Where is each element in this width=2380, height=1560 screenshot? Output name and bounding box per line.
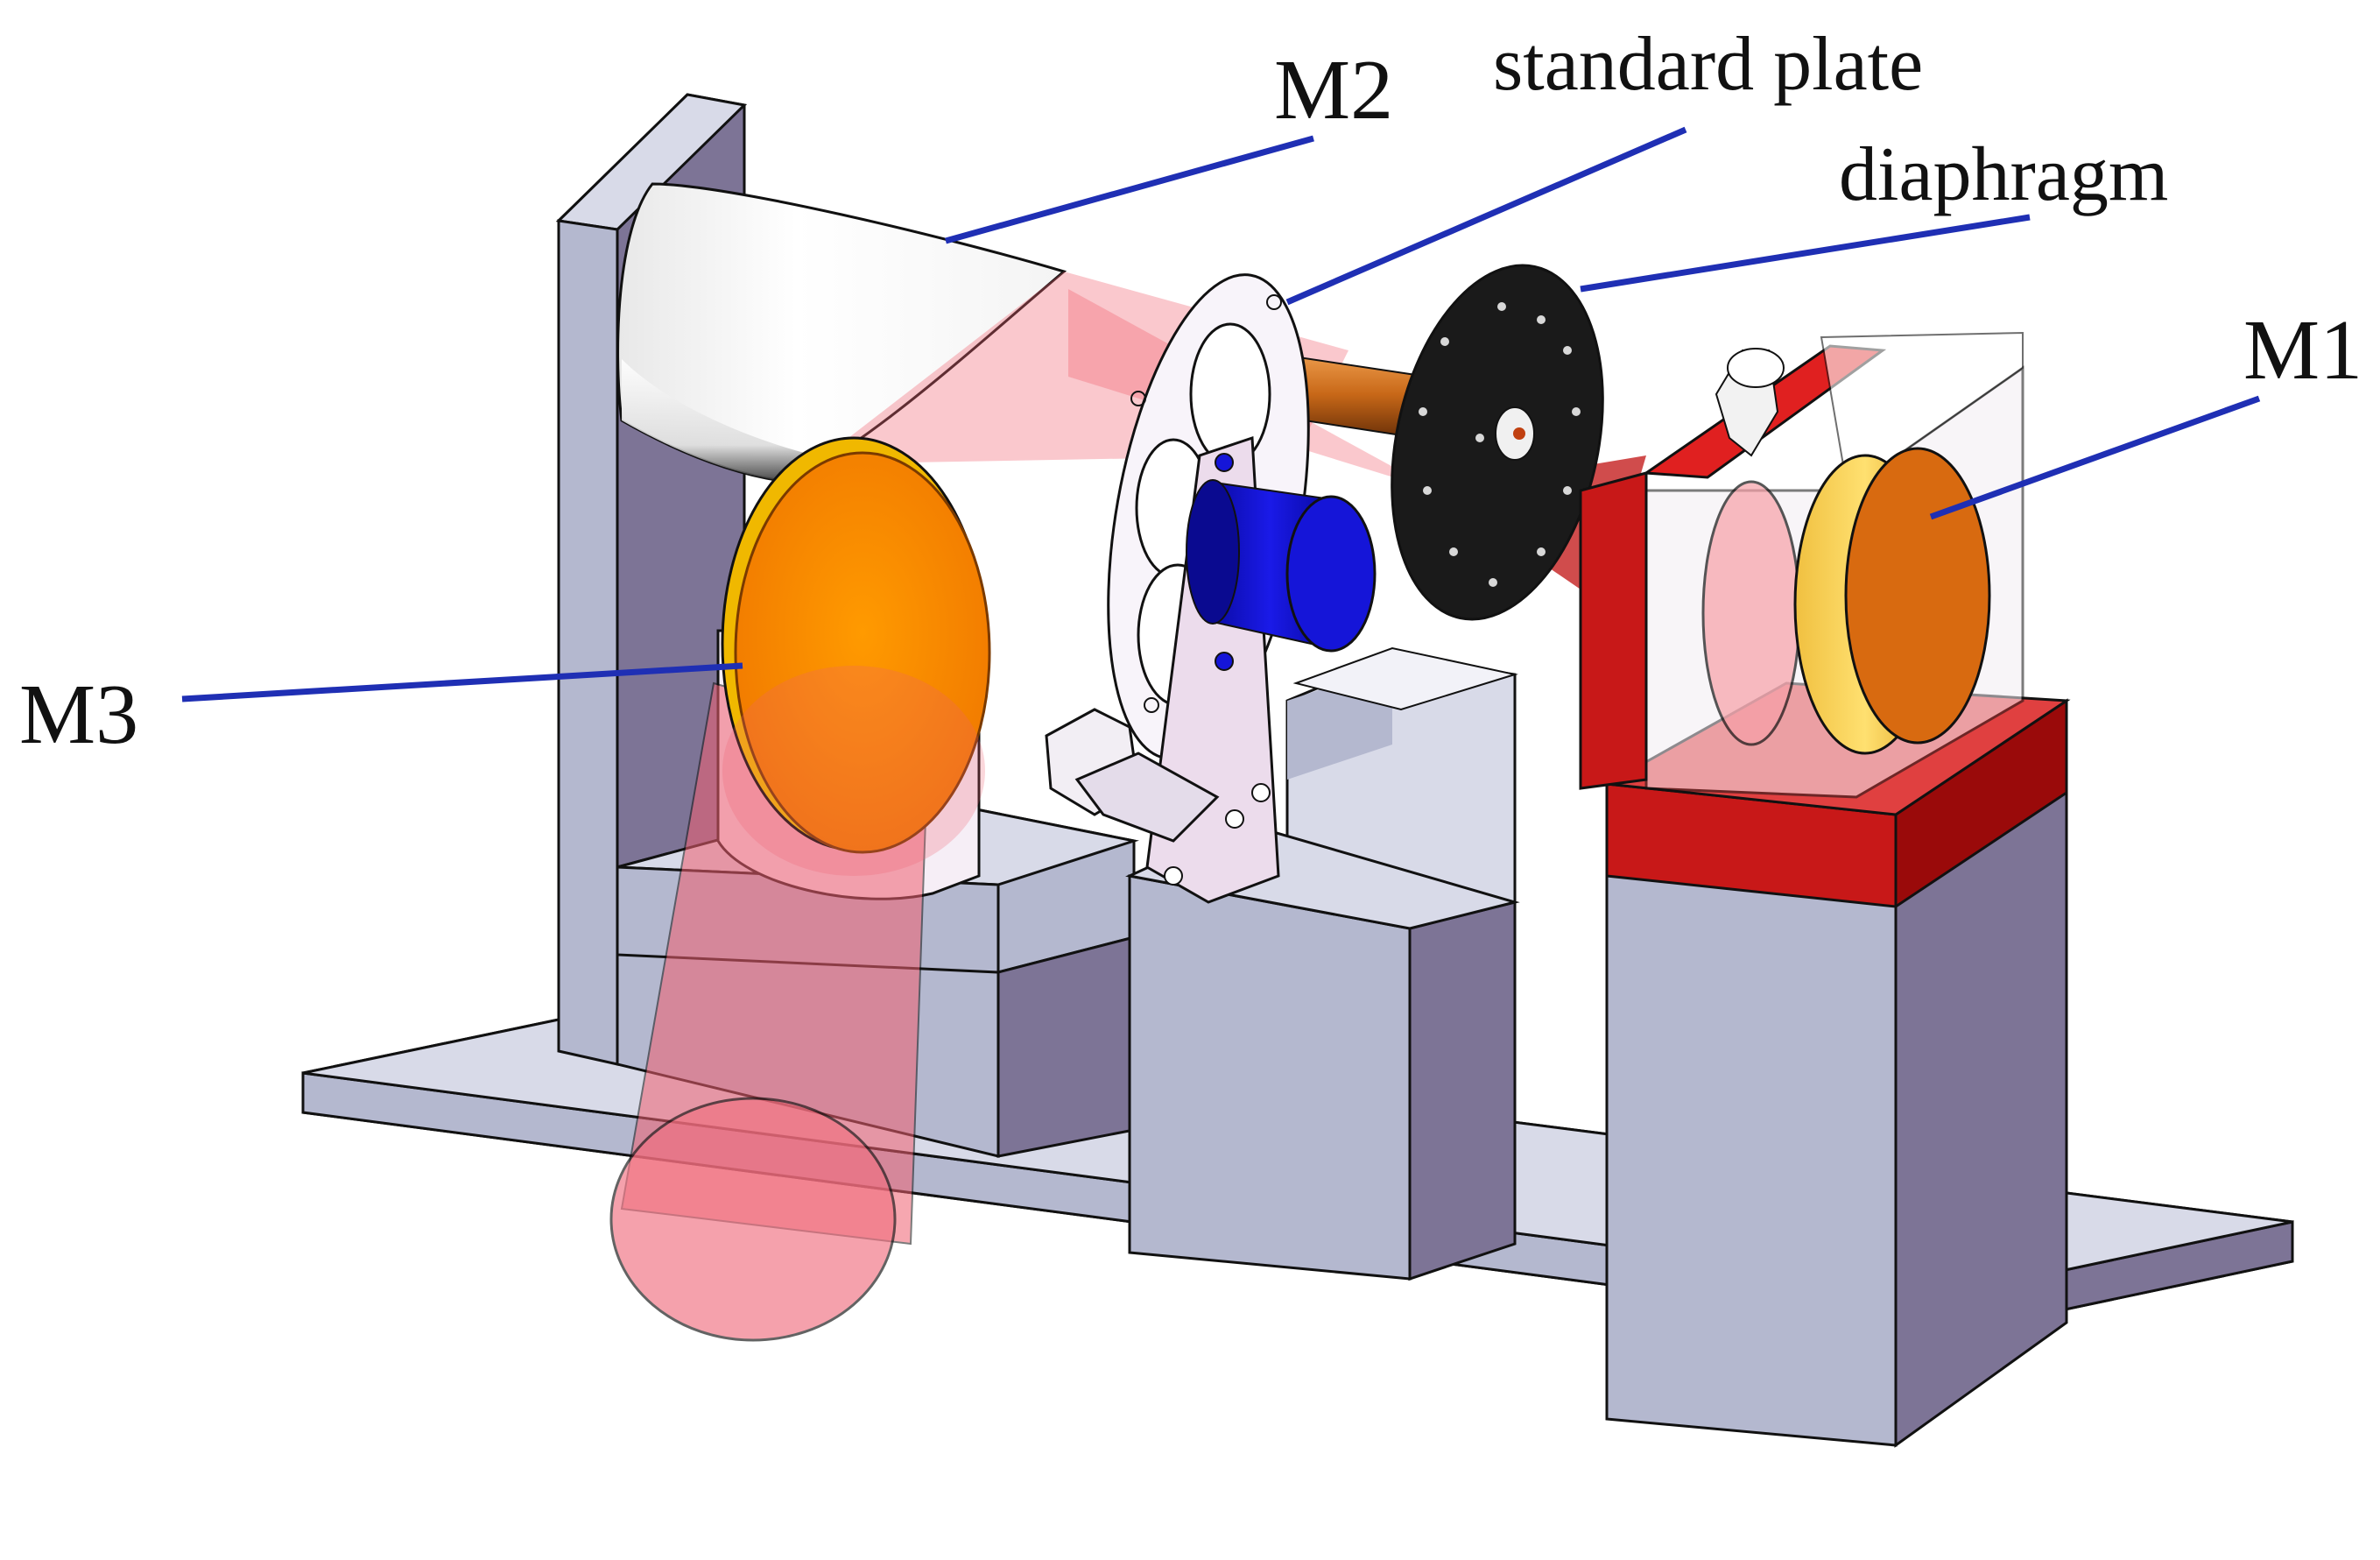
leader-m1 [1929, 395, 2261, 520]
mirror-m1 [1793, 447, 1991, 755]
leader-diaphragm [1580, 214, 2031, 293]
label-diaphragm: diaphragm [1839, 132, 2168, 217]
diaphragm-disc [1391, 264, 1604, 621]
label-m1: M1 [2243, 303, 2362, 398]
leader-m3 [181, 662, 743, 702]
leader-standard-plate [1285, 126, 1687, 306]
mirror-m3 [721, 436, 991, 876]
motor [1186, 453, 1377, 671]
label-standard-plate: standard plate [1493, 22, 1923, 107]
clamp-block [1045, 708, 1220, 843]
leader-m2 [945, 135, 1314, 244]
leader-lines [181, 126, 2261, 702]
label-m2: M2 [1274, 43, 1393, 138]
label-m3: M3 [19, 667, 138, 762]
